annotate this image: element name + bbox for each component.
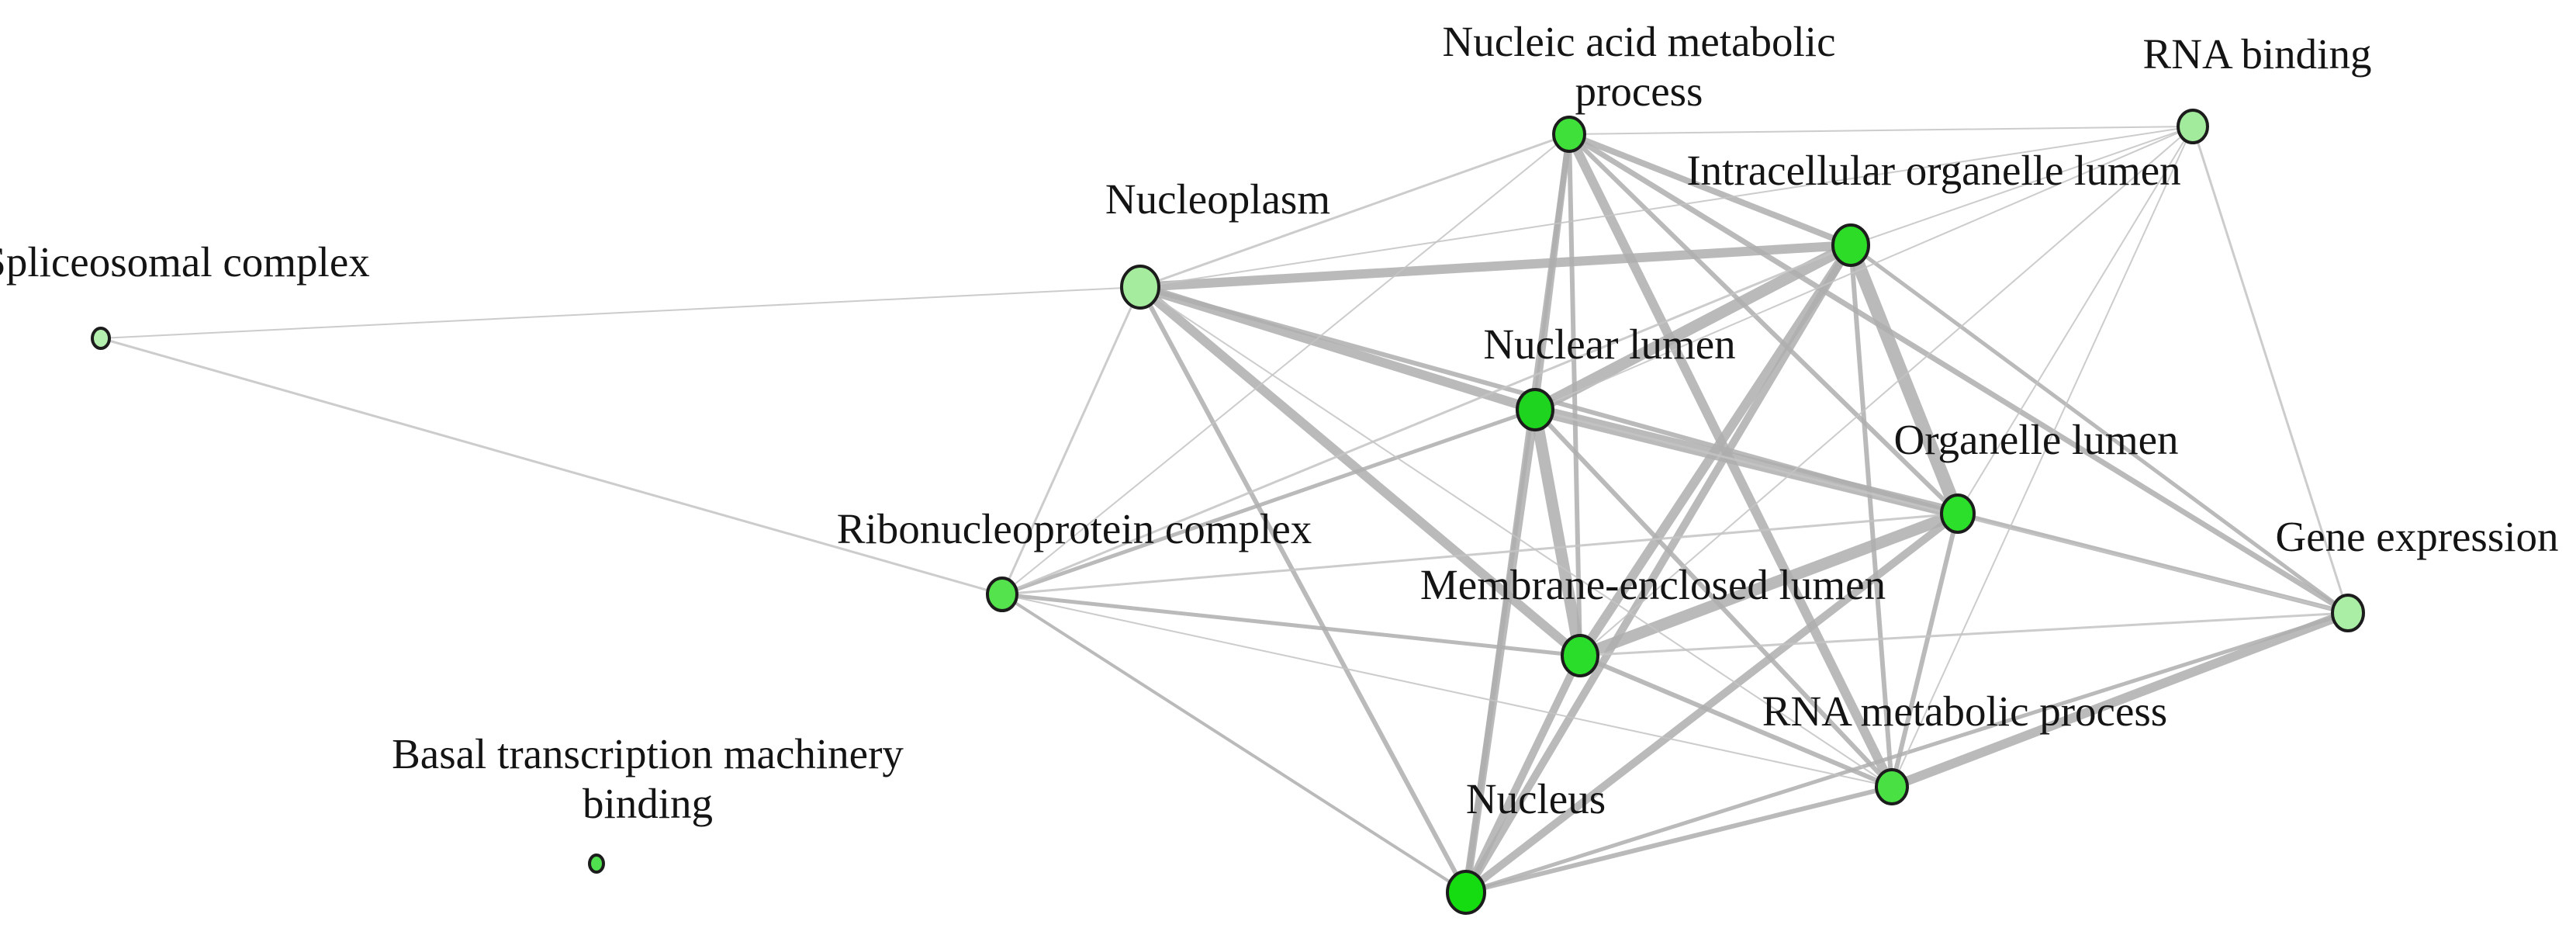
edge-membrane-enclosed-lumen--ribonucleoprotein-complex [1001,592,1581,658]
edge-nuclear-lumen--ribonucleoprotein-complex [1001,407,1536,597]
edge-nucleus--ribonucleoprotein-complex [1001,593,1468,894]
edge-membrane-enclosed-lumen--rna-metabolic-process [1578,653,1893,789]
labels-layer: Spliceosomal complex Nucleoplasm Nucleic a… [0,18,2559,827]
node-basal-transcription-machinery-binding[interactable] [588,854,605,874]
node-gene-expression[interactable] [2331,594,2365,632]
node-nucleic-acid-metabolic-process[interactable] [1552,116,1586,153]
node-label-gene-expression: Gene expression [2275,513,2558,560]
edge-nucleic-acid-metabolic-process--nucleus [1463,133,1572,893]
edge-nuclear-lumen--membrane-enclosed-lumen [1529,408,1586,657]
node-label-membrane-enclosed-lumen: Membrane-enclosed lumen [1420,561,1886,608]
node-rna-metabolic-process[interactable] [1875,768,1909,805]
node-nucleoplasm[interactable] [1120,265,1160,310]
node-label-spliceosomal-complex: Spliceosomal complex [0,238,370,286]
edge-organelle-lumen--membrane-enclosed-lumen [1578,507,1960,662]
node-rna-binding[interactable] [2177,109,2209,144]
edge-nucleoplasm--rna-binding [1139,126,2194,288]
edge-organelle-lumen--ribonucleoprotein-complex [1001,512,1959,596]
node-label-rna-binding: RNA binding [2143,30,2372,78]
node-label-nucleus: Nucleus [1466,775,1606,822]
edge-nuclear-lumen--rna-metabolic-process [1533,407,1894,789]
edge-nucleic-acid-metabolic-process--rna-binding [1568,126,2194,135]
edge-rna-binding--nuclear-lumen [1534,126,2194,410]
node-organelle-lumen[interactable] [1940,493,1976,534]
edge-intracellular-organelle-lumen--ribonucleoprotein-complex [1001,244,1852,596]
edge-rna-binding--rna-metabolic-process [1891,126,2194,788]
edge-nucleoplasm--intracellular-organelle-lumen [1139,241,1852,292]
edge-nucleoplasm--rna-metabolic-process [1139,286,1893,788]
edge-nucleoplasm--nucleic-acid-metabolic-process [1139,133,1570,289]
edge-spliceosomal-complex--nucleoplasm [100,286,1141,339]
edge-nucleic-acid-metabolic-process--rna-metabolic-process [1565,132,1897,789]
edge-nucleoplasm--ribonucleoprotein-complex [1001,286,1142,595]
edge-rna-binding--organelle-lumen [1957,126,2194,514]
edge-rna-binding--intracellular-organelle-lumen [1850,126,2194,246]
edge-nucleic-acid-metabolic-process--gene-expression [1568,132,2350,615]
edge-intracellular-organelle-lumen--organelle-lumen [1845,242,1964,517]
edge-nucleoplasm--nucleus [1138,286,1468,894]
edge-intracellular-organelle-lumen--nucleus [1462,243,1855,895]
node-intracellular-organelle-lumen[interactable] [1831,223,1870,267]
node-label-rna-metabolic-process: RNA metabolic process [1762,687,2167,735]
edge-rna-binding--membrane-enclosed-lumen [1579,126,2194,656]
edge-spliceosomal-complex--ribonucleoprotein-complex [100,337,1003,596]
edges-layer [100,126,2350,895]
node-nuclear-lumen[interactable] [1516,388,1554,431]
edge-membrane-enclosed-lumen--gene-expression [1579,611,2349,657]
edge-intracellular-organelle-lumen--rna-metabolic-process [1848,244,1894,788]
edge-nucleic-acid-metabolic-process--intracellular-organelle-lumen [1568,131,1852,248]
edge-nucleic-acid-metabolic-process--ribonucleoprotein-complex [1001,133,1570,595]
edge-rna-binding--gene-expression [2191,126,2350,614]
node-label-intracellular-organelle-lumen: Intracellular organelle lumen [1686,147,2180,194]
edge-rna-metabolic-process--gene-expression [1890,608,2350,791]
node-ribonucleoprotein-complex[interactable] [986,577,1018,612]
edge-nucleic-acid-metabolic-process--organelle-lumen [1567,132,1960,516]
node-label-nuclear-lumen: Nuclear lumen [1483,320,1735,368]
node-membrane-enclosed-lumen[interactable] [1561,634,1599,677]
node-label-nucleoplasm: Nucleoplasm [1105,175,1330,223]
node-label-organelle-lumen: Organelle lumen [1893,416,2178,463]
edge-organelle-lumen--rna-metabolic-process [1890,513,1960,788]
node-nucleus[interactable] [1446,870,1486,915]
node-label-ribonucleoprotein-complex: Ribonucleoprotein complex [837,505,1312,552]
edge-intracellular-organelle-lumen--gene-expression [1849,243,2350,615]
edge-nucleus--rna-metabolic-process [1465,784,1893,895]
node-spliceosomal-complex[interactable] [91,327,111,350]
edge-rna-metabolic-process--ribonucleoprotein-complex [1001,594,1893,788]
nodes-layer [91,109,2365,915]
edge-membrane-enclosed-lumen--nucleus [1462,653,1584,895]
